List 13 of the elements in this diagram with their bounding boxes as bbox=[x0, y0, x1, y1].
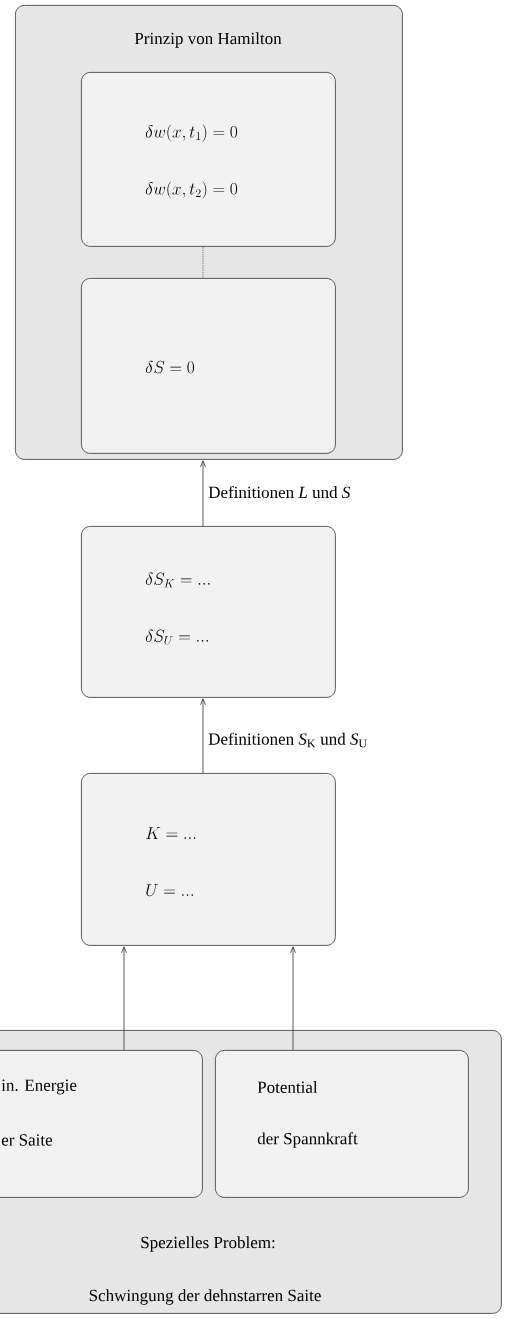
edge-label: Definitionen L und S bbox=[207, 484, 352, 500]
connector-line bbox=[202, 246, 204, 279]
rounded-box: $\delta w(x,t_1)=0$ $\delta w(x,t_2)=0$ bbox=[81, 72, 336, 247]
arrow bbox=[121, 946, 127, 1051]
rounded-box: $\delta S=0$ bbox=[81, 278, 336, 454]
arrow bbox=[290, 946, 296, 1051]
rounded-box: $\delta S_K= ...$ $\delta S_U= ...$ bbox=[81, 526, 336, 698]
arrow bbox=[200, 698, 206, 774]
edge-label: Definitionen S$_{K}$ und S$_{U}$ bbox=[207, 731, 369, 749]
rounded-box: $K= ...$ $U= ...$ bbox=[81, 773, 336, 946]
arrow bbox=[200, 460, 206, 527]
rounded-box: in. Energie er Saite bbox=[0, 1050, 203, 1198]
rounded-box: Potential der Spannkraft bbox=[215, 1050, 469, 1198]
